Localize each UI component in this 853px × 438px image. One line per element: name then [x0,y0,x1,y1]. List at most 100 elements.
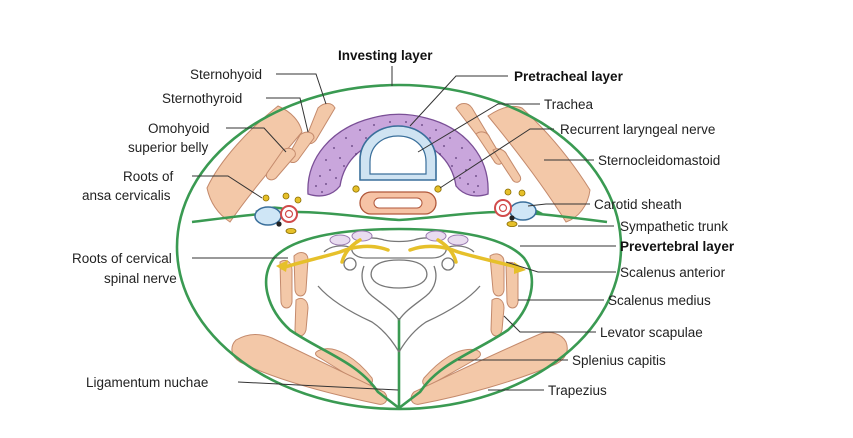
speckle [343,165,345,167]
label-cervical-line1: Roots of cervical [72,251,172,266]
label-trachea: Trachea [544,97,594,112]
speckle [325,159,327,161]
leader-levator-scapulae [503,315,596,333]
label-prevertebral-layer: Prevertebral layer [620,239,735,254]
label-ligamentum-nuchae: Ligamentum nuchae [86,375,208,390]
investing-band-left [191,210,400,224]
speckle [335,177,337,179]
speckle [345,137,347,139]
vagus-nerve-right [509,215,515,221]
ansa-root-right-1 [504,188,512,196]
leader-sternohyoid [276,73,327,105]
leader-scalenus-anterior [505,261,616,273]
labels: Investing layer Pretracheal layer Trache… [72,48,735,398]
speckle [333,147,335,149]
label-trapezius: Trapezius [548,383,607,398]
muscles [206,103,591,405]
speckle [329,169,331,171]
leader-omohyoid [226,127,287,153]
cervical-nerve-right [408,244,522,270]
label-sternothyroid: Sternothyroid [162,91,242,106]
speckle [321,191,323,193]
speckle [315,185,317,187]
leader-sternothyroid [266,97,309,133]
speckle [449,137,451,139]
ansa-root-left-3 [294,196,302,204]
speckle [435,129,437,131]
speckle [389,121,391,123]
speckle [477,185,479,187]
label-investing-layer: Investing layer [338,48,433,63]
carotid-sheath-left [254,192,302,234]
label-sympathetic-trunk: Sympathetic trunk [620,219,728,234]
speckle [359,129,361,131]
ansa-root-right-2 [518,189,526,197]
scalenus-medius-left [279,259,293,309]
speckle [443,145,445,147]
label-omohyoid-line1: Omohyoid [148,121,210,136]
omohyoid-right [492,148,522,183]
speckle [467,183,469,185]
leader-trachea [417,103,540,153]
esophagus-lumen [373,197,423,209]
scalenus-medius-right [505,261,519,309]
leader-recurrent-laryngeal [439,128,554,189]
carotid-artery-right-inner [498,203,508,213]
root-lobe-left-1 [329,234,351,246]
vagus-nerve-left [276,221,282,227]
recurrent-laryngeal-nerve-left [352,185,360,193]
label-splenius-capitis: Splenius capitis [572,353,666,368]
speckle [351,145,353,147]
carotid-sheath-right [494,188,537,227]
omohyoid-left [265,147,296,181]
speckle [473,191,475,193]
cervical-spinal-nerves [280,238,522,270]
leader-ligamentum [237,381,399,391]
leader-pretracheal [409,75,508,127]
speckle [429,137,431,139]
speckle [319,175,321,177]
speckle [355,153,357,155]
vertebral-arch [361,265,437,322]
posterior-contour-right [398,285,481,353]
label-levator-scapulae: Levator scapulae [600,325,703,340]
leader-carotid-sheath [527,203,590,207]
trachea-lumen [369,135,427,175]
speckle [421,124,423,126]
ansa-root-left-1 [262,194,270,202]
speckle [461,147,463,149]
cervical-nerve-right-branch [436,238,458,264]
speckle [373,124,375,126]
spinal-canal [370,259,428,289]
label-sternocleidomastoid: Sternocleidomastoid [598,153,720,168]
label-omohyoid-line2: superior belly [128,140,209,155]
speckle [475,175,477,177]
label-cervical-line2: spinal nerve [104,271,177,286]
root-lobe-right-2 [447,234,469,246]
label-scalenus-medius: Scalenus medius [608,293,711,308]
speckle [451,165,453,167]
speckle [455,157,457,159]
root-lobe-right-1 [425,230,447,242]
cervical-nerve-arrow-left [276,260,288,272]
carotid-artery-left-inner [284,209,294,219]
levator-scapulae-right [490,297,505,337]
label-scalenus-anterior: Scalenus anterior [620,265,726,280]
trapezius-left [231,334,388,405]
speckle [339,157,341,159]
posterior-contour-left [317,285,400,353]
cervical-nerve-left-branch [340,238,362,264]
label-sternohyoid: Sternohyoid [190,67,262,82]
vertebral-foramen-left [343,257,357,271]
leader-ansa [192,175,263,199]
speckle [365,137,367,139]
speckle [459,177,461,179]
sympathetic-trunk-left [285,227,297,234]
levator-scapulae-left [294,297,309,337]
recurrent-laryngeal-nerve-right [434,185,442,193]
label-carotid-sheath: Carotid sheath [594,197,682,212]
leader-lines [192,66,616,391]
visceral-compartment [307,113,489,215]
vertebral-foramen-right [441,257,455,271]
